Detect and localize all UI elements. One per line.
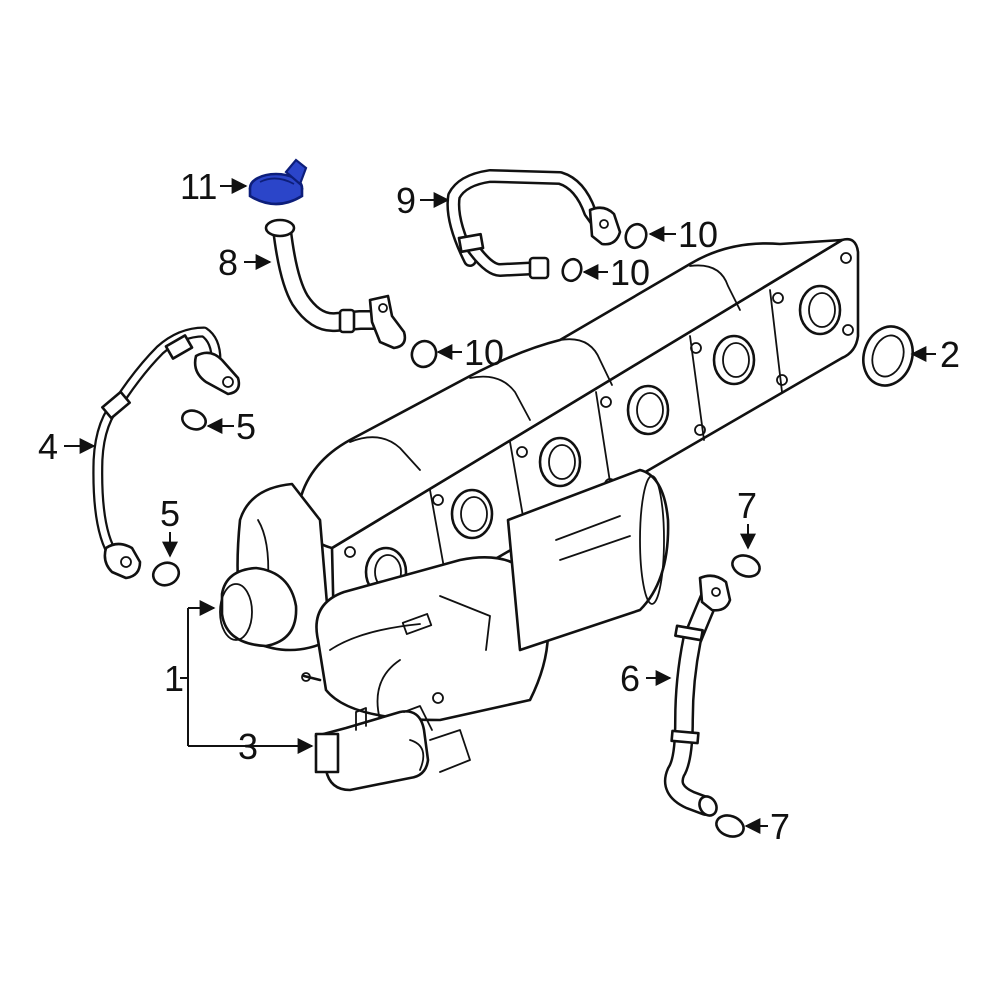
callout-9[interactable]: 9 — [396, 180, 450, 221]
oil-feed-line-4 — [92, 326, 241, 580]
callout-label-10-c: 10 — [464, 332, 504, 373]
o-ring-10-a — [624, 222, 648, 250]
o-ring-5-lower — [151, 561, 181, 587]
coolant-pipe-9 — [446, 169, 622, 280]
gasket-2 — [862, 325, 914, 387]
callout-10-b[interactable]: 10 — [582, 252, 650, 293]
turbocharger — [219, 468, 670, 792]
callout-8[interactable]: 8 — [218, 242, 272, 283]
callout-label-6: 6 — [620, 658, 640, 699]
coolant-pipe-6 — [663, 574, 732, 817]
o-ring-10-b — [561, 257, 583, 283]
callout-1[interactable]: 1 — [164, 600, 314, 754]
hose-clamp-11[interactable] — [248, 158, 308, 206]
callout-5-upper[interactable]: 5 — [206, 406, 256, 447]
manifold-ports — [364, 284, 842, 598]
callout-label-1: 1 — [164, 658, 184, 699]
callout-6[interactable]: 6 — [620, 658, 672, 699]
callout-label-7-lower: 7 — [770, 806, 790, 847]
exhaust-manifold — [298, 237, 860, 645]
o-ring-10-c — [410, 339, 438, 369]
callout-10-a[interactable]: 10 — [648, 214, 718, 255]
callout-label-11: 11 — [180, 166, 217, 207]
callout-11[interactable]: 11 — [180, 166, 248, 207]
callout-label-10-b: 10 — [610, 252, 650, 293]
callout-label-3: 3 — [238, 726, 258, 767]
callout-label-7-upper: 7 — [737, 485, 757, 526]
o-ring-7-lower — [715, 814, 745, 838]
o-ring-5-upper — [181, 409, 207, 431]
callout-3: 3 — [238, 726, 258, 767]
callout-label-8: 8 — [218, 242, 238, 283]
callout-4[interactable]: 4 — [38, 426, 96, 467]
callout-5-lower[interactable]: 5 — [160, 493, 180, 558]
callout-label-5-upper: 5 — [236, 406, 256, 447]
wastegate-actuator — [314, 705, 471, 792]
callout-7-lower[interactable]: 7 — [744, 806, 790, 847]
callout-label-10-a: 10 — [678, 214, 718, 255]
o-ring-7-upper — [731, 554, 761, 578]
callout-label-2: 2 — [940, 334, 960, 375]
callout-label-9: 9 — [396, 180, 416, 221]
coolant-pipe-8 — [264, 218, 407, 350]
callout-10-c[interactable]: 10 — [436, 332, 504, 373]
callout-7-upper[interactable]: 7 — [737, 485, 757, 550]
callout-2[interactable]: 2 — [910, 334, 960, 375]
callout-label-4: 4 — [38, 426, 58, 467]
callout-label-5-lower: 5 — [160, 493, 180, 534]
